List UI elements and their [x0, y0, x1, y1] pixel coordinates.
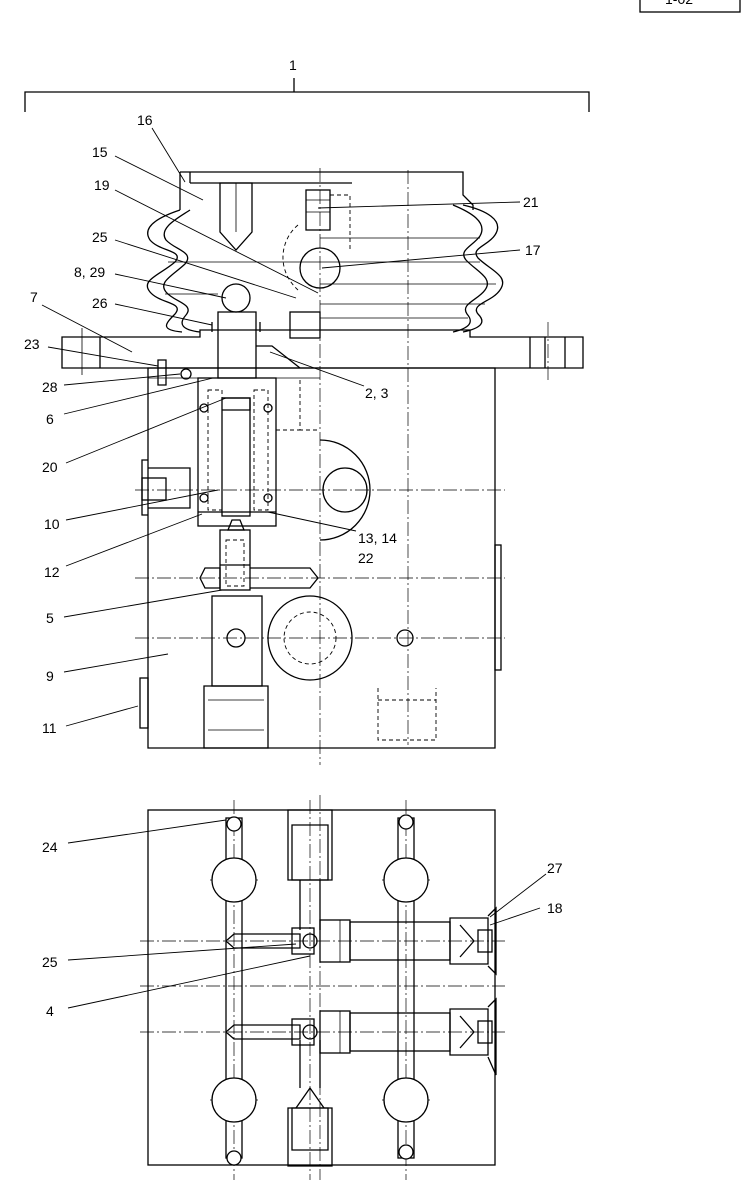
callout-23: 23: [24, 336, 40, 352]
page-reference-text: 1-02: [665, 0, 693, 7]
callout-20: 20: [42, 459, 58, 475]
callout-18: 18: [547, 900, 563, 916]
callout-21: 21: [523, 194, 539, 210]
callout-22: 22: [358, 550, 374, 566]
callout-6: 6: [46, 411, 54, 427]
lower-plan-view: [140, 795, 505, 1180]
callout-17: 17: [525, 242, 541, 258]
callout-19: 19: [94, 177, 110, 193]
callout-27: 27: [547, 860, 563, 876]
callout-10: 10: [44, 516, 60, 532]
callout-28: 28: [42, 379, 58, 395]
callout-15: 15: [92, 144, 108, 160]
callout-8-29: 8, 29: [74, 264, 105, 280]
callout-4: 4: [46, 1003, 54, 1019]
callout-labels: 1 16 15 19 25 8, 29 26 7 23 28 6 20 10 1…: [24, 57, 563, 1019]
callout-5: 5: [46, 610, 54, 626]
callout-16: 16: [137, 112, 153, 128]
callout-9: 9: [46, 668, 54, 684]
callout-11: 11: [42, 720, 57, 736]
callout-7: 7: [30, 289, 38, 305]
page-reference-box: 1-02: [639, 0, 741, 13]
callout-13-14: 13, 14: [358, 530, 397, 546]
leader-lines: [41, 127, 547, 1009]
callout-25-upper: 25: [92, 229, 108, 245]
callout-25-lower: 25: [42, 954, 58, 970]
callout-1: 1: [289, 57, 297, 73]
callout-24: 24: [42, 839, 58, 855]
callout-2-3: 2, 3: [365, 385, 389, 401]
upper-section-view: [61, 168, 584, 765]
assembly-bracket: [24, 78, 590, 112]
callout-12: 12: [44, 564, 60, 580]
callout-26: 26: [92, 295, 108, 311]
